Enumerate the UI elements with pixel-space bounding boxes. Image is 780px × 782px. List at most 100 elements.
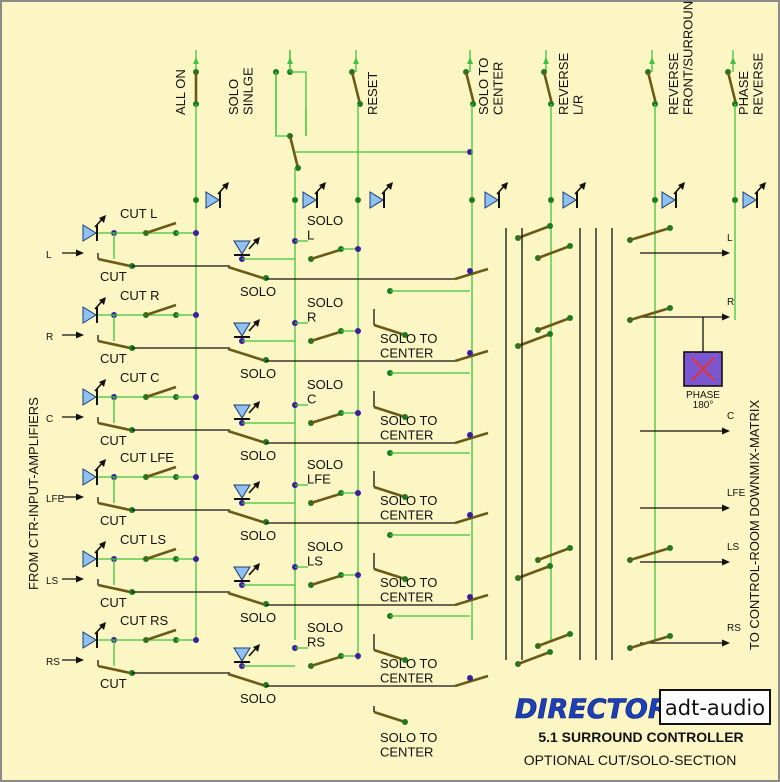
led-icon-solo-c	[233, 401, 260, 420]
junction-dot	[667, 225, 673, 231]
led-icon-solo-l	[233, 237, 260, 256]
led-ray-head	[386, 182, 393, 190]
output-arrow-ls	[722, 558, 730, 566]
junction-dot	[467, 350, 473, 356]
switch-arm-main-solo-l	[227, 265, 267, 281]
led-triangle	[82, 388, 97, 406]
switch-arm-solo-to-center	[464, 71, 476, 105]
output-arrow-l	[722, 249, 730, 257]
top-label-all-on: ALL ON	[173, 69, 188, 115]
solo-label-r: SOLO	[240, 366, 276, 381]
solo-label-rs: SOLO	[240, 691, 276, 706]
top-label-solo-to-center: SOLO TOCENTER	[476, 58, 505, 115]
junction-dot	[547, 331, 553, 337]
phase-deg-label: 180°	[693, 400, 714, 411]
switch-arm-rev-0	[517, 224, 551, 240]
junction-dot	[567, 631, 573, 637]
led-ray-head	[253, 481, 260, 489]
input-label-rs: RS	[46, 657, 60, 668]
led-icon-top-reset	[369, 182, 393, 209]
junction-dot	[667, 545, 673, 551]
input-arrow-l	[76, 249, 84, 257]
solo-label-l: SOLO	[240, 284, 276, 299]
junction-dot	[263, 275, 269, 281]
led-ray-head	[253, 319, 260, 327]
junction-dot	[467, 432, 473, 438]
led-triangle	[661, 191, 676, 209]
junction-dot	[467, 268, 473, 274]
switch-arm-main-solo-c	[227, 429, 267, 445]
junction-dot	[292, 197, 298, 203]
wire	[290, 71, 307, 136]
switch-arm-phase	[726, 71, 738, 105]
junction-dot	[355, 410, 361, 416]
led-icon-top-all-on	[205, 182, 229, 209]
switch-arm-center-out-ls	[454, 593, 489, 607]
switch-arm-cut-c	[145, 385, 177, 399]
switch-arm-rev-2	[517, 332, 551, 348]
led-ray-head	[501, 182, 508, 190]
junction-dot	[193, 230, 199, 236]
switch-arm-solo-ls	[310, 574, 341, 587]
led-ray-head	[678, 182, 685, 190]
junction-dot	[402, 414, 408, 420]
switch-arm-stc-lfe	[373, 485, 406, 499]
cut2-label-lfe: CUT	[100, 513, 127, 528]
cut-label-lfe: CUT LFE	[120, 450, 174, 465]
led-ray-head	[759, 182, 766, 190]
led-triangle	[82, 550, 97, 568]
cut-label-rs: CUT RS	[120, 613, 168, 628]
switch-arm-cut2-l	[97, 257, 136, 269]
brand-maker-box	[659, 689, 771, 725]
led-icon-cut-lfe	[82, 459, 106, 486]
switch-arm-cut2-ls	[97, 583, 136, 595]
cut2-label-ls: CUT	[100, 595, 127, 610]
led-icon-cut-r	[82, 297, 106, 324]
led-triangle	[233, 240, 251, 255]
led-triangle	[233, 566, 251, 581]
junction-dot	[547, 223, 553, 229]
cut2-label-r: CUT	[100, 351, 127, 366]
solo-label-lfe: SOLO	[240, 528, 276, 543]
cut2-label-rs: CUT	[100, 676, 127, 691]
led-icon-solo-rs	[233, 644, 260, 663]
switch-arm-fs-3	[629, 634, 671, 650]
led-triangle	[82, 468, 97, 486]
junction-dot	[263, 682, 269, 688]
input-arrow-c	[76, 413, 84, 421]
switch-arm-stc-c	[373, 405, 406, 419]
led-ray-head	[99, 622, 106, 630]
brand-maker: adt-audio	[665, 696, 765, 720]
led-ray-head	[99, 379, 106, 387]
switch-arm-rev-7	[537, 632, 571, 648]
led-ray-head	[579, 182, 586, 190]
junction-dot	[469, 197, 475, 203]
cut-label-c: CUT C	[120, 370, 159, 385]
switch-arm-main-solo-lfe	[227, 509, 267, 525]
input-arrow-lfe	[76, 493, 84, 501]
switch-arm-rev-1	[537, 244, 571, 260]
output-label-r: R	[727, 297, 734, 308]
junction-dot	[667, 305, 673, 311]
led-triangle	[302, 191, 317, 209]
input-label-c: C	[46, 414, 53, 425]
junction-dot	[402, 719, 408, 725]
junction-dot	[567, 545, 573, 551]
switch-arm-reset	[350, 71, 362, 105]
switch-arm-reverse-lr	[542, 71, 554, 105]
led-icon-top-reverse-front-surround	[661, 182, 685, 209]
junction-dot	[652, 197, 658, 203]
output-label-ls: LS	[727, 542, 740, 553]
brand-subtitle2: OPTIONAL CUT/SOLO-SECTION	[524, 752, 737, 768]
junction-dot	[355, 490, 361, 496]
led-ray-head	[319, 182, 326, 190]
top-label-reverse-front-surround: REVERSEFRONT/SURROUND	[666, 0, 695, 115]
switch-arm-main-solo-r	[227, 347, 267, 363]
led-icon-solo-r	[233, 319, 260, 338]
